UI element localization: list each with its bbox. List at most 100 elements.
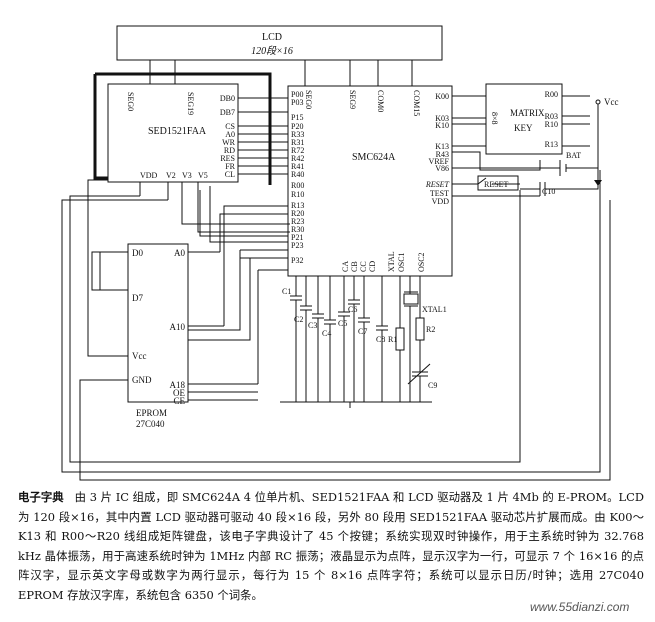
component-label: R2	[426, 325, 435, 334]
sed-right-pin: FR	[225, 162, 235, 171]
smc-right-pin: K03	[435, 114, 449, 123]
caption-title: 电子字典	[18, 490, 64, 504]
component-label: Vcc	[604, 97, 619, 107]
component-labels: C1 C2 C3 C4 C5 C6 C7 C8 C9 R1 R2 XTAL1 R…	[282, 97, 619, 390]
sed-right-pin: A0	[225, 130, 235, 139]
eprom-left-pin: Vcc	[132, 351, 147, 361]
smc-bottom-pin: XTAL	[387, 251, 396, 272]
eprom-left-pin: GND	[132, 375, 152, 385]
sed-right-pin: RES	[220, 154, 235, 163]
lcd-box	[116, 25, 443, 61]
smc-left-pin: R72	[291, 146, 304, 155]
smc-top-pin: SEG9	[348, 90, 357, 109]
matrix-pin: R00	[545, 90, 558, 99]
lcd-label: LCD	[262, 32, 282, 43]
eprom-right-pin: A10	[170, 322, 186, 332]
matrix-key-box	[485, 83, 563, 155]
sed-bottom-pin: VDD	[140, 171, 158, 180]
smc-right-pins: K00 K03 K10 K13 R43 VREF V86 RESET TEST …	[425, 92, 450, 206]
eprom-left-pin: D7	[132, 293, 143, 303]
smc-top-pin: COM15	[412, 90, 421, 116]
component-label: C9	[428, 381, 437, 390]
matrix-pin: R13	[545, 140, 558, 149]
smc-right-pin: TEST	[430, 189, 449, 198]
eprom-left-pin: D0	[132, 248, 143, 258]
component-label: C3	[308, 321, 317, 330]
matrix-pin: R03	[545, 112, 558, 121]
caption-text: 由 3 片 IC 组成，即 SMC624A 4 位单片机、SED1521FAA …	[18, 490, 644, 602]
smc-left-pin: P23	[291, 241, 303, 250]
smc-left-pin: R00	[291, 181, 304, 190]
sed-right-pin: CL	[225, 170, 235, 179]
matrix-size: 8×8	[490, 112, 499, 125]
smc-bottom-pin: CD	[368, 261, 377, 272]
smc-right-pin: V86	[435, 164, 449, 173]
component-label: RESET	[484, 180, 509, 189]
smc-left-pin: P00	[291, 90, 303, 99]
sed-right-pin: CS	[225, 122, 235, 131]
component-label: XTAL1	[422, 305, 447, 314]
matrix-title: MATRIX	[510, 108, 545, 118]
sed-bottom-pin: V2	[166, 171, 176, 180]
watermark: www.55dianzi.com	[530, 600, 630, 614]
smc-bottom-pins: CA CB CC CD XTAL OSC1 OSC2	[341, 251, 426, 272]
smc-bottom-pin: OSC1	[397, 252, 406, 272]
component-label: C6	[348, 305, 357, 314]
component-label: C7	[358, 327, 367, 336]
smc-left-pin: P15	[291, 113, 303, 122]
component-label: C2	[294, 315, 303, 324]
circuit-schematic: LCD 120段×16 SED1521FAA SEG0 SEG19 DB0 DB…	[61, 25, 619, 481]
smc-left-pin: R33	[291, 130, 304, 139]
smc-right-pin: VREF	[429, 157, 450, 166]
sed1521-chip	[107, 83, 239, 183]
smc-bottom-pin: OSC2	[417, 252, 426, 272]
smc-left-pin: P32	[291, 256, 303, 265]
smc-right-pin: K13	[435, 142, 449, 151]
component-label: R1	[388, 335, 397, 344]
sed-right-pin: DB7	[220, 108, 235, 117]
lcd-sublabel: 120段×16	[251, 45, 293, 57]
component-label: C4	[322, 329, 331, 338]
smc624a-chip	[287, 85, 453, 277]
smc-left-pin: P21	[291, 233, 303, 242]
matrix-pins: R00 R03 R10 R13	[545, 90, 558, 149]
component-label: C8	[376, 335, 385, 344]
smc-left-pins: P00 P03 P15 P20 R33 R31 R72 R42 R41 R40 …	[291, 90, 304, 265]
component-label: BAT	[566, 151, 581, 160]
sed-right-pin: WR	[222, 138, 236, 147]
sed-top-pin: SEG19	[186, 92, 195, 115]
smc-left-pin: R10	[291, 190, 304, 199]
eprom-right-pin: A18	[170, 380, 186, 390]
smc-left-pin: R40	[291, 170, 304, 179]
smc-left-pin: R31	[291, 138, 304, 147]
eprom-right-pins: A0 A10 A18 OE CE	[170, 248, 186, 406]
smc-left-pin: R13	[291, 201, 304, 210]
eprom-right-pin: CE	[173, 396, 185, 406]
eprom-chip	[127, 243, 189, 403]
sed-right-pins: DB0 DB7 CS A0 WR RD RES FR CL	[220, 94, 236, 179]
smc-left-pin: R41	[291, 162, 304, 171]
sed-top-pin: SEG0	[126, 92, 135, 111]
smc-bottom-pin: CB	[350, 261, 359, 272]
eprom-left-pins: D0 D7 Vcc GND	[132, 248, 152, 385]
smc-bottom-pin: CC	[359, 261, 368, 272]
sed-right-pin: DB0	[220, 94, 235, 103]
smc-top-pin: COM0	[376, 90, 385, 112]
component-label: C5	[338, 319, 347, 328]
component-label: C10	[542, 187, 555, 196]
smc-left-pin: P03	[291, 98, 303, 107]
matrix-subtitle: KEY	[514, 123, 533, 133]
eprom-part: 27C040	[136, 419, 165, 429]
sed-bottom-pins: VDD V2 V3 V5	[140, 171, 208, 180]
smc-left-pin: R42	[291, 154, 304, 163]
smc-right-pin: R43	[436, 150, 449, 159]
smc-name: SMC624A	[352, 152, 396, 163]
sed-bottom-pin: V5	[198, 171, 208, 180]
sed-name: SED1521FAA	[148, 126, 207, 137]
smc-left-pin: R30	[291, 225, 304, 234]
smc-right-pin: K00	[435, 92, 449, 101]
eprom-name: EPROM	[136, 408, 167, 418]
smc-left-pin: R20	[291, 209, 304, 218]
smc-left-pin: R23	[291, 217, 304, 226]
